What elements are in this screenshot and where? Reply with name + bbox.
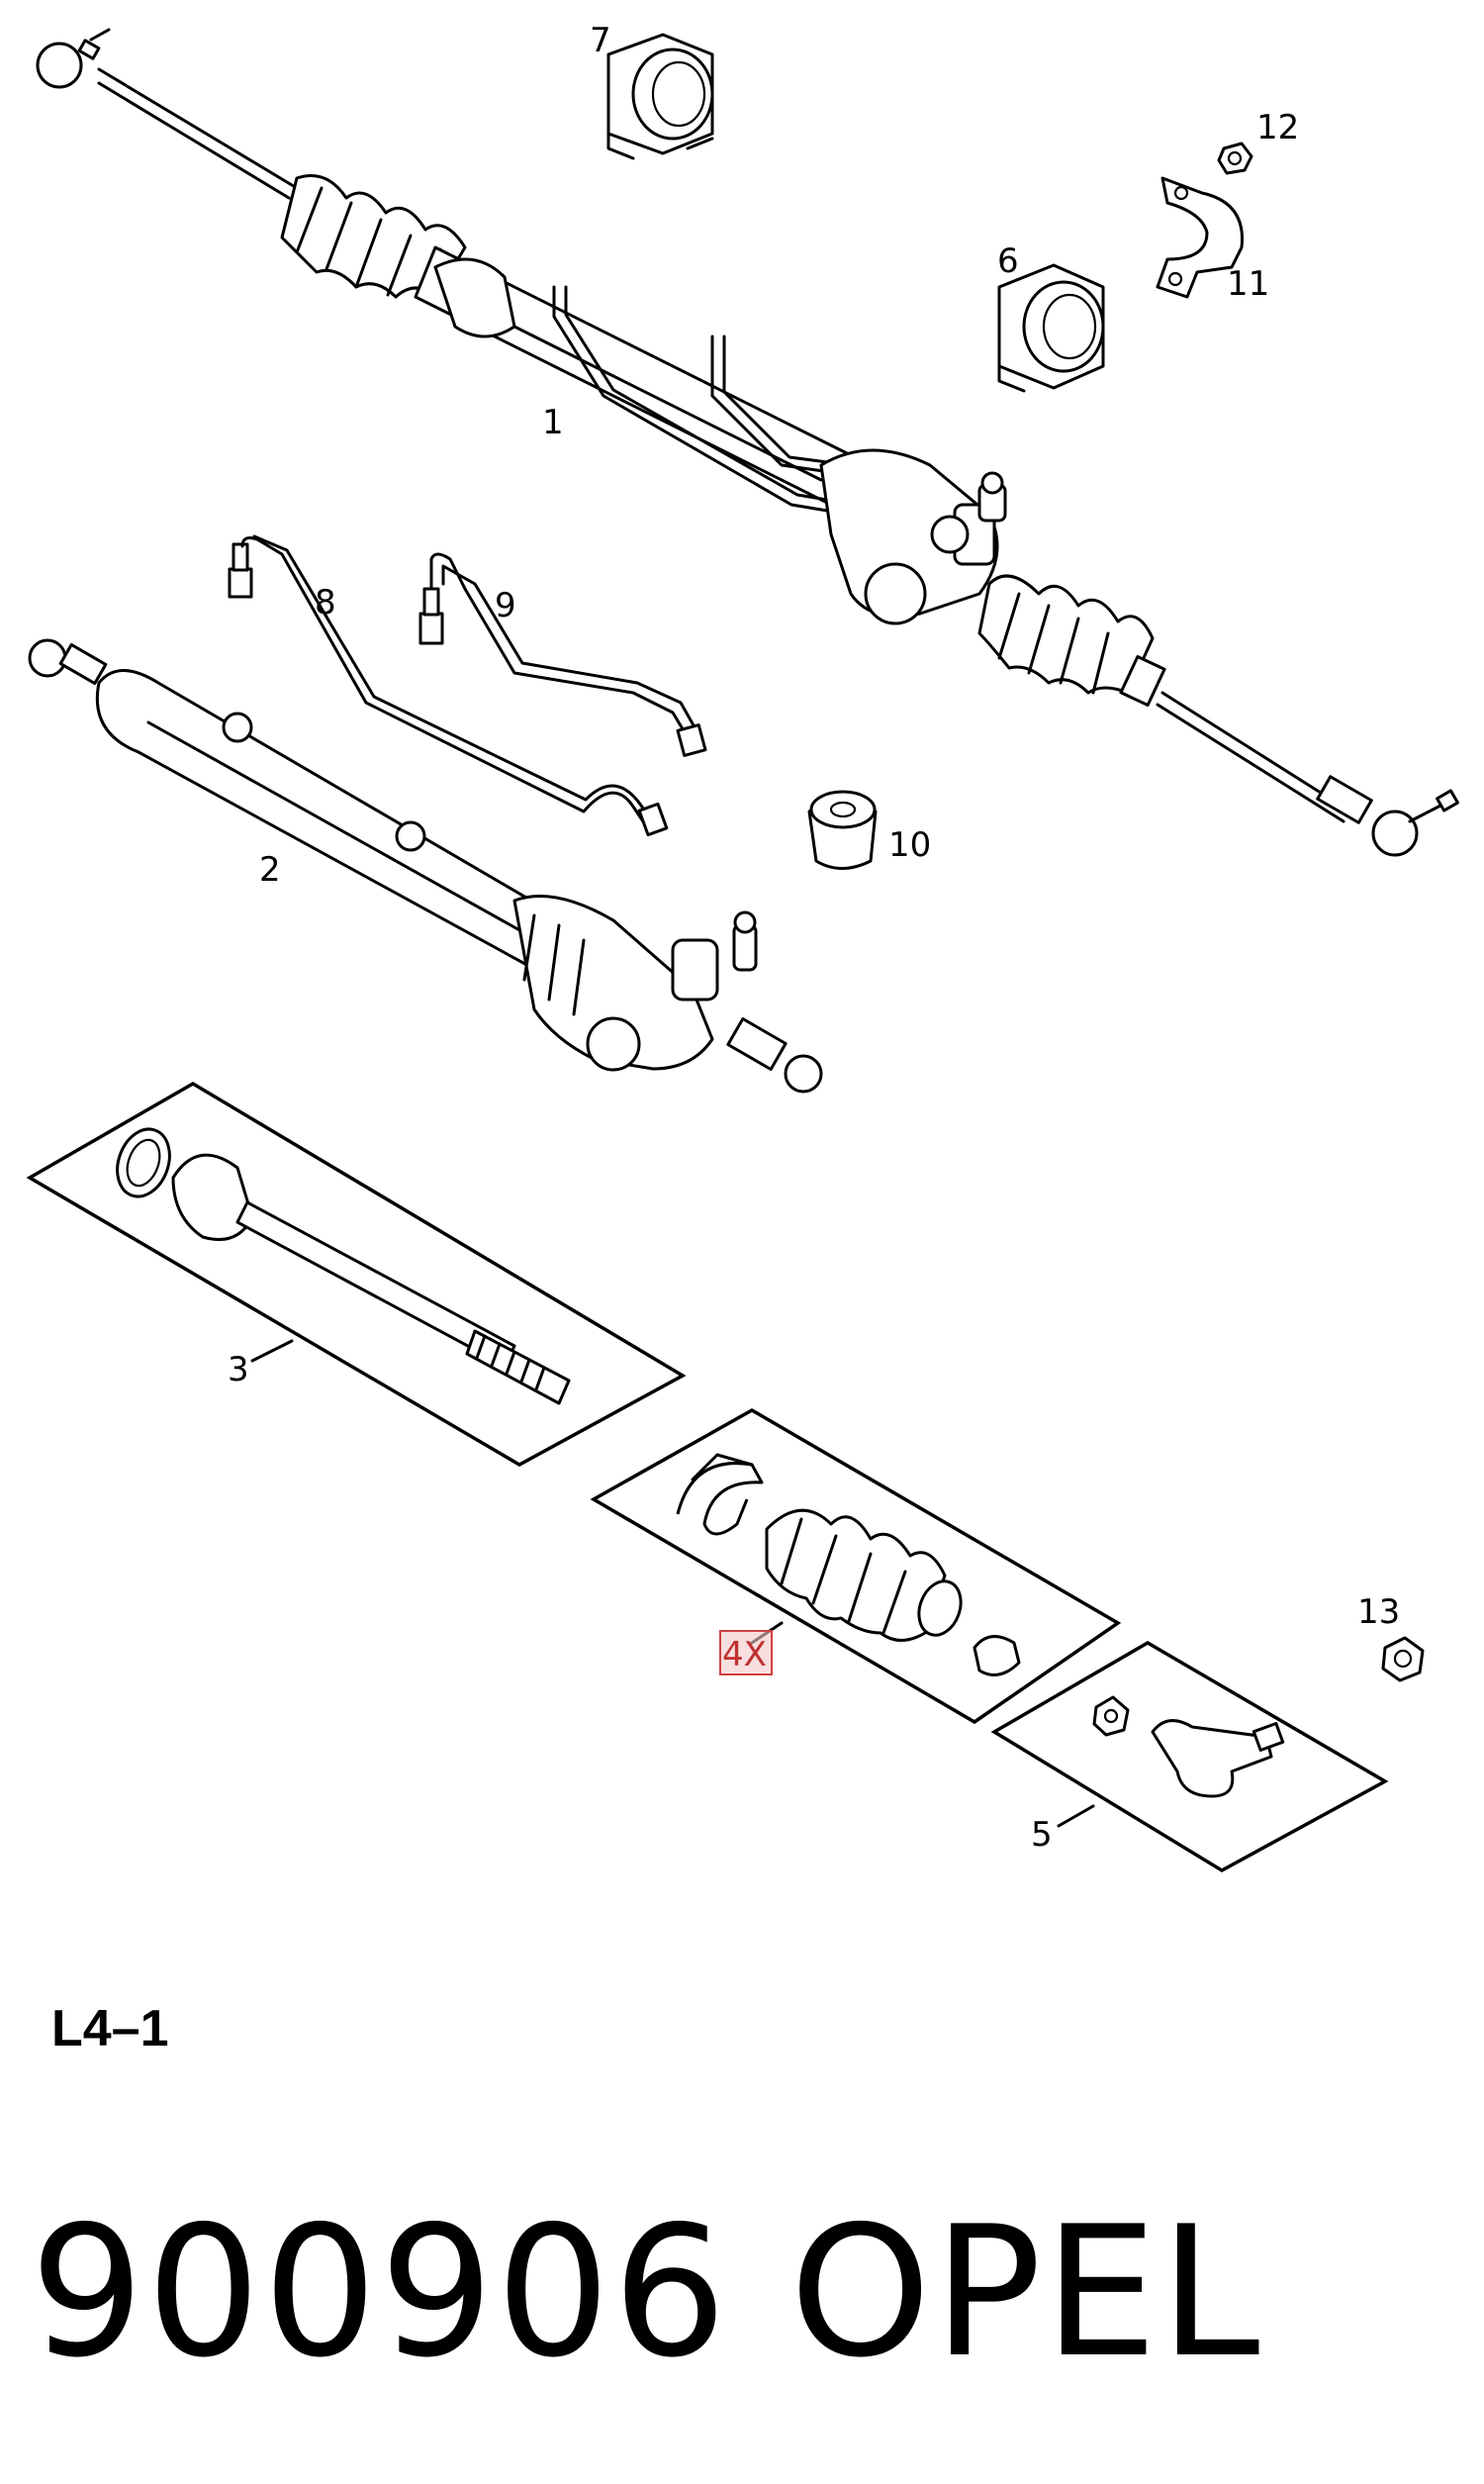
callout-9: 9 — [495, 586, 516, 625]
callout-13: 13 — [1357, 1592, 1400, 1632]
bellows-kit-4x — [590, 1407, 1122, 1725]
callout-6: 6 — [997, 241, 1019, 281]
bushing-6 — [997, 263, 1105, 393]
steering-rack-assembly-1 — [36, 28, 1459, 857]
callout-10: 10 — [888, 825, 931, 865]
hydraulic-pipe-8 — [228, 534, 669, 837]
nut-13 — [1381, 1636, 1425, 1682]
pinion-valve-body — [819, 448, 1007, 625]
callout-7: 7 — [590, 21, 611, 60]
callout-2: 2 — [259, 850, 281, 890]
callout-4x: 4X — [722, 1635, 767, 1674]
brand-name: OPEL — [789, 2187, 1262, 2397]
nut-12 — [1217, 142, 1253, 175]
leader-lines — [250, 1339, 1095, 1828]
callout-8: 8 — [315, 583, 336, 622]
steering-rack-housing-2 — [28, 638, 823, 1094]
group-code: L4–1 — [51, 2000, 169, 2057]
callout-12: 12 — [1256, 108, 1299, 147]
part-number: 900906 — [30, 2187, 729, 2397]
clamp-bracket-11 — [1156, 176, 1244, 299]
hydraulic-pipe-9 — [418, 552, 707, 757]
inner-tie-rod-kit-3 — [26, 1081, 687, 1468]
callout-11: 11 — [1227, 264, 1269, 304]
callout-labels: 1 2 3 4X 5 6 7 8 9 10 11 12 13 — [228, 21, 1400, 1855]
rubber-mount-10 — [807, 790, 878, 870]
callout-3: 3 — [228, 1350, 249, 1389]
outer-tie-rod-end-kit-5 — [990, 1640, 1389, 1873]
callout-4x-highlight — [719, 1630, 773, 1675]
callout-1: 1 — [542, 403, 564, 442]
bushing-7 — [606, 33, 714, 160]
steering-rack-exploded-diagram: 1 2 3 4X 5 6 7 8 9 10 11 12 13 — [26, 21, 1459, 1873]
right-bellows — [977, 574, 1166, 707]
callout-5: 5 — [1031, 1815, 1053, 1855]
